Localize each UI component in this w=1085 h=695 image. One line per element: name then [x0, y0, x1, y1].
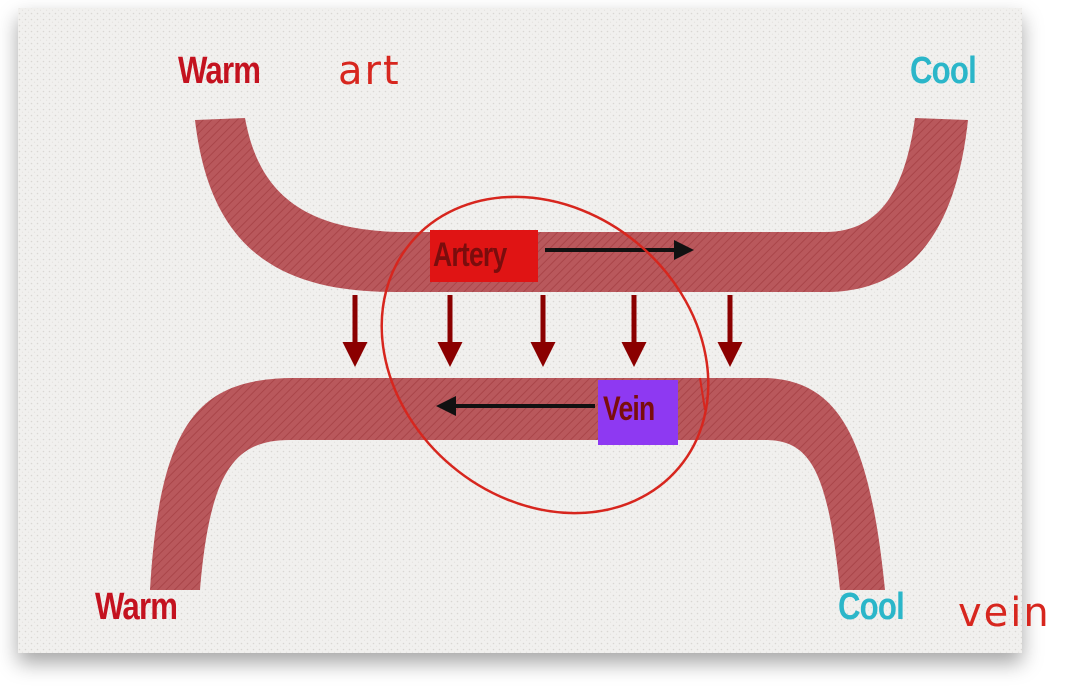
handwritten-note-art: art [338, 48, 401, 94]
handwritten-note-vein: vein [958, 590, 1051, 636]
artery-label: Artery [433, 238, 506, 272]
cool-label-top: Cool [910, 52, 976, 90]
warm-label-bottom: Warm [95, 588, 177, 626]
warm-label-top: Warm [178, 52, 260, 90]
cool-label-bottom: Cool [838, 588, 904, 626]
vein-label: Vein [603, 392, 654, 426]
